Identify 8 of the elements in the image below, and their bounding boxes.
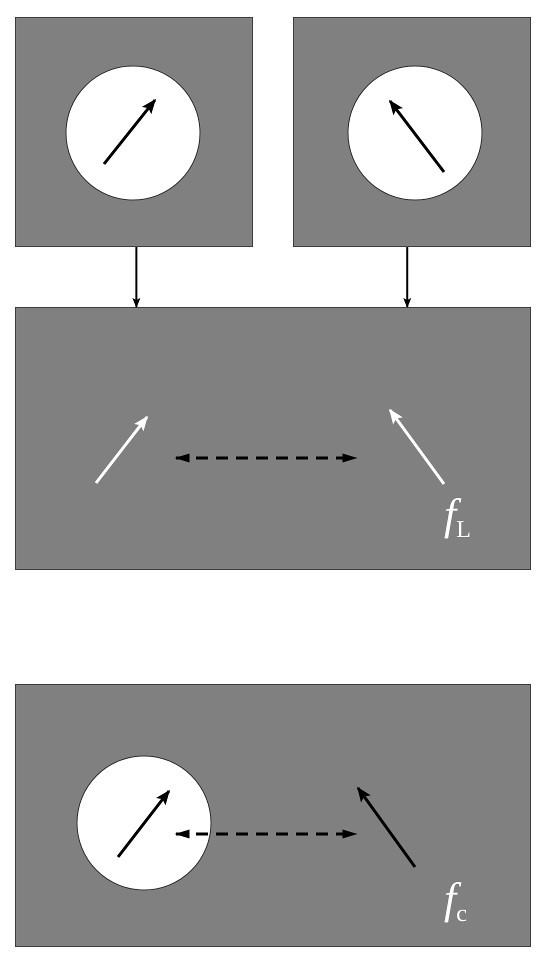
symbol-label: f$_{L}$: [444, 493, 471, 542]
panel-box: [15, 17, 253, 247]
symbol-label: f$_{c}$: [444, 877, 467, 926]
panel-box: [15, 307, 531, 570]
panel-box: [293, 17, 531, 247]
arrow: [403, 247, 412, 308]
panel-box: [15, 684, 531, 947]
arrow: [132, 247, 140, 308]
